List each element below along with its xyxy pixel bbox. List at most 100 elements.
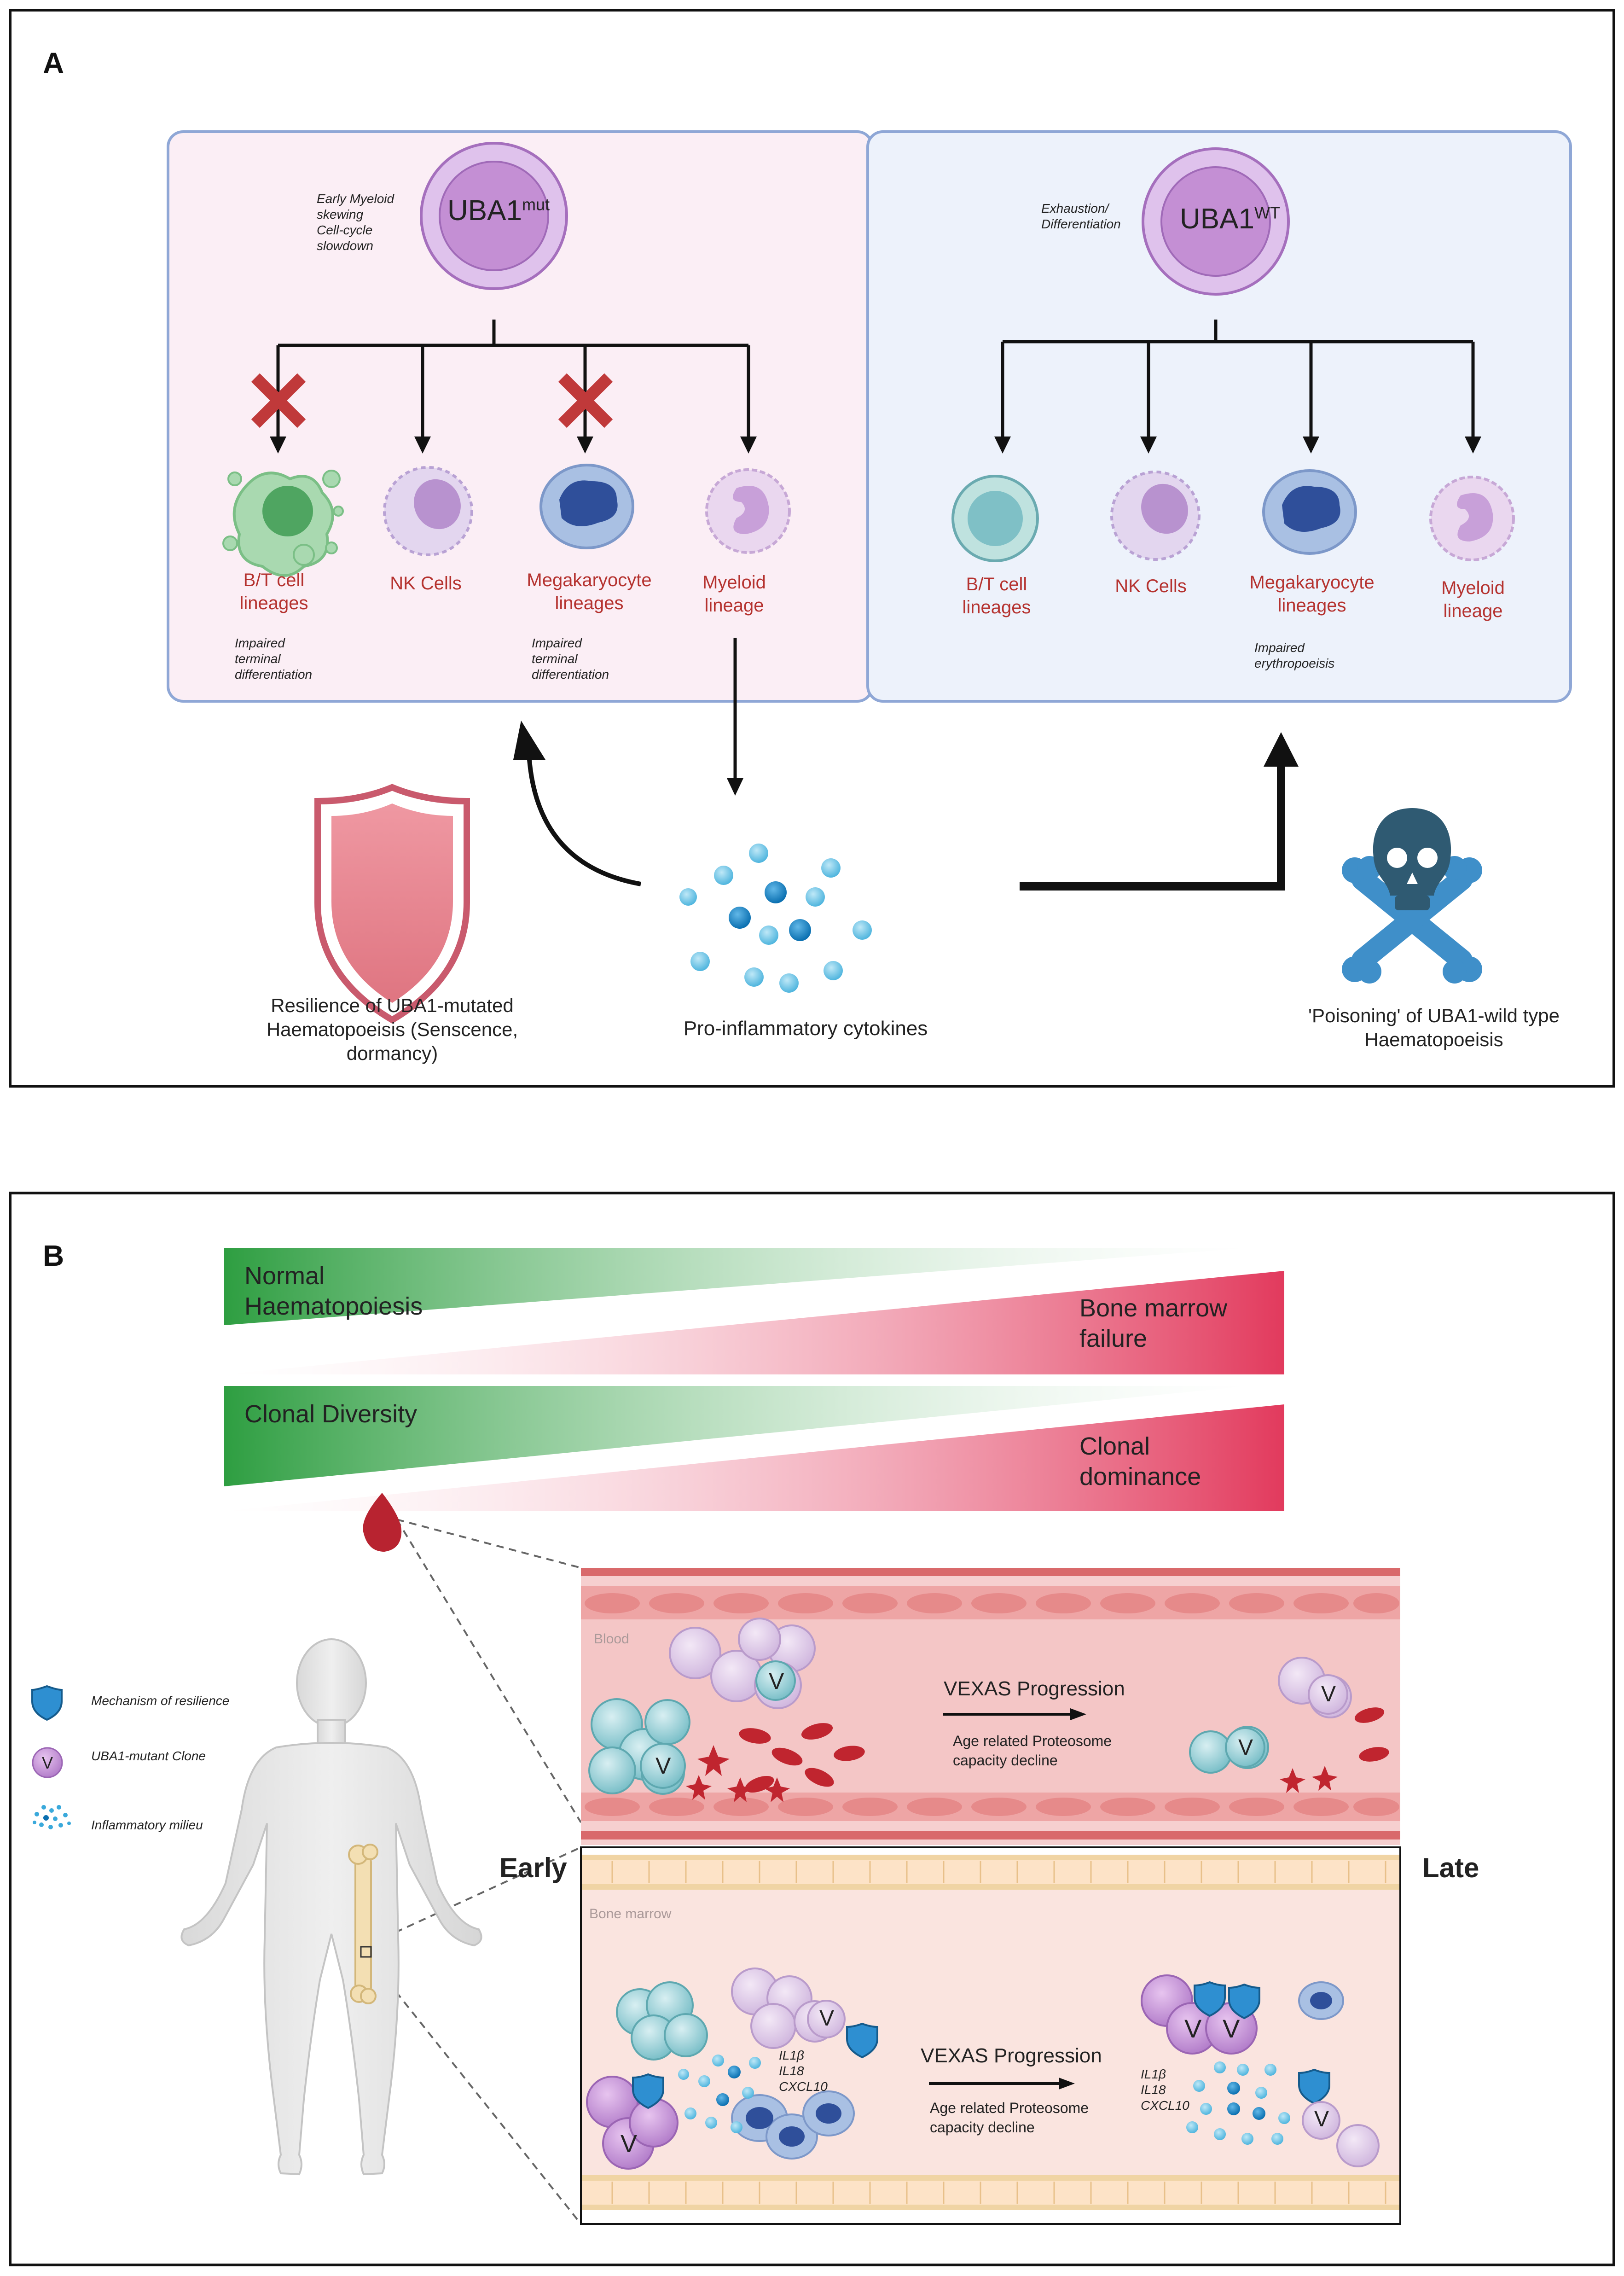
cytokines-caption: Pro-inflammatory cytokines [683,1017,928,1040]
mutant-clone-icon [807,2000,846,2038]
clone-symbol: V [1314,2107,1329,2131]
mutant-myeloid-label: Myeloid lineage [702,572,766,616]
blood-drop-icon [363,1493,402,1552]
mutant-lineage-tree [276,320,750,437]
clone-symbol: V [1238,1735,1253,1760]
marrow-cytokines-early [678,2055,761,2133]
platelets-late [1280,1766,1338,1793]
shield-icon [314,784,470,1024]
clone-symbol: V [655,1753,671,1779]
marrow-progression-label: VEXAS Progression [921,2044,1102,2067]
wildtype-cell-note: Exhaustion/ Differentiation [1041,201,1121,231]
human-body-icon [180,1638,482,2176]
marrow-label: Bone marrow [589,1906,672,1921]
uba1-mutant-cell-icon [420,142,568,290]
mutant-bt-note: Impaired terminal differentiation [235,636,313,681]
myeloid-to-cytokines-arrow [727,638,743,796]
marrow-megakaryocyte-late [1298,1981,1344,2020]
uba1-wildtype-label: UBA1WT [1180,203,1280,235]
wt-bt-lineage-label: B/T cell lineages [962,574,1031,617]
myeloid-cell-icon [1429,476,1515,561]
mutant-megakaryocyte-label: Megakaryocyte lineages [527,570,652,613]
clonal-dominance-label: Clonal dominance [1079,1432,1201,1490]
clone-symbol: V [1321,1682,1336,1706]
legend-mutant-clone-label: UBA1-mutant Clone [91,1749,206,1763]
mutant-cell-note: Early Myeloid skewing Cell-cycle slowdow… [317,192,394,253]
clone-symbol: V [1223,2014,1240,2043]
mutant-megakaryocyte-note: Impaired terminal differentiation [532,636,609,681]
legend-shield-icon [31,1685,63,1721]
curved-arrow-to-mutant [513,721,641,886]
clonal-dominance-wedge [224,1404,1284,1511]
bone-marrow-failure-wedge [224,1271,1284,1374]
panel-b-label: B [43,1239,64,1272]
megakaryocyte-icon [1262,469,1357,555]
blood-progression-arrow [943,1708,1086,1720]
early-label: Early [499,1852,567,1883]
marrow-cytokines-early-labels: IL1β IL18 CXCL10 [779,2048,828,2094]
clone-symbol: V [769,1668,784,1694]
legend-inflammatory-label: Inflammatory milieu [91,1818,203,1832]
wt-myeloid-label: Myeloid lineage [1441,578,1505,621]
resilience-caption: Resilience of UBA1-mutated Haematopoeisi… [266,995,518,1064]
marrow-shield-icon [632,2073,664,2109]
zoom-lines [371,1519,582,2225]
blood-progression-sub: Age related Proteosome capacity decline [953,1733,1112,1769]
marrow-shield-icon [1228,1983,1260,2020]
mutant-bt-lineage-label: B/T cell lineages [239,570,308,613]
uba1-mutant-label: UBA1mut [447,195,550,227]
late-label: Late [1422,1852,1479,1883]
megakaryocyte-icon [539,464,634,549]
bone-zoom-box [360,1946,372,1958]
red-blood-cells-late [1354,1707,1389,1762]
blood-progression-label: VEXAS Progression [944,1677,1125,1700]
marrow-shield-icon [846,2022,878,2059]
marrow-tcell-cluster-early [616,1981,708,2061]
uba1-wildtype-cell-icon [1142,147,1290,296]
mutant-nk-label: NK Cells [390,573,462,594]
red-blood-cells-early [739,1723,865,1793]
endothelium-top [585,1593,1399,1613]
endothelium-bottom [585,1798,1399,1816]
normal-haematopoiesis-label: Normal Haematopoiesis [244,1262,423,1320]
platelets-early [686,1745,790,1802]
legend-inflammatory-dots-icon [33,1805,71,1829]
legend-mutant-clone-icon [32,1747,63,1778]
marrow-cell-dividers [611,1861,1386,2204]
legend-clone-symbol: V [42,1753,53,1772]
mutant-clone-icon [755,1660,796,1701]
wt-nk-label: NK Cells [1115,576,1187,596]
marrow-band-top [582,1848,1399,1890]
marrow-cytokines-late [1186,2061,1290,2145]
wildtype-arrowheads [994,437,1481,454]
mutant-clone-icon [1308,1674,1348,1715]
poisoning-caption: 'Poisoning' of UBA1-wild type Haematopoe… [1308,1005,1560,1050]
clonal-diversity-label: Clonal Diversity [244,1400,418,1428]
myeloid-cell-icon [705,468,791,554]
normal-haematopoiesis-wedge [224,1248,1250,1325]
clone-symbol: V [621,2130,638,2158]
elbow-arrow-to-wildtype [1020,732,1299,891]
skull-crossbones-icon [1342,808,1482,984]
blood-label: Blood [594,1631,629,1647]
marrow-cytokines-late-labels: IL1β IL18 CXCL10 [1141,2067,1189,2113]
mutant-arrowheads [270,437,757,454]
clone-symbol: V [1184,2014,1202,2043]
nk-cell-icon [1110,471,1201,561]
bt-cell-icon [951,475,1039,562]
wildtype-lineage-tree [1001,320,1475,437]
nk-cell-icon [383,466,473,556]
cytokines-icon [679,844,872,993]
bone-marrow-failure-label: Bone marrow failure [1079,1294,1228,1352]
marrow-megakaryocyte-cluster-early [731,2090,855,2160]
block-x-icon [558,373,613,428]
mutant-clone-icon [1225,1727,1265,1768]
marrow-progression-sub: Age related Proteosome capacity decline [930,2100,1089,2136]
marrow-progression-arrow [929,2078,1075,2090]
marrow-v-clone-cluster-late [1141,1974,1258,2055]
marrow-shield-icon [1194,1981,1226,2017]
marrow-myeloid-late [1336,2124,1380,2167]
block-x-icon [251,373,306,428]
mutant-clone-icon [1302,2101,1340,2140]
